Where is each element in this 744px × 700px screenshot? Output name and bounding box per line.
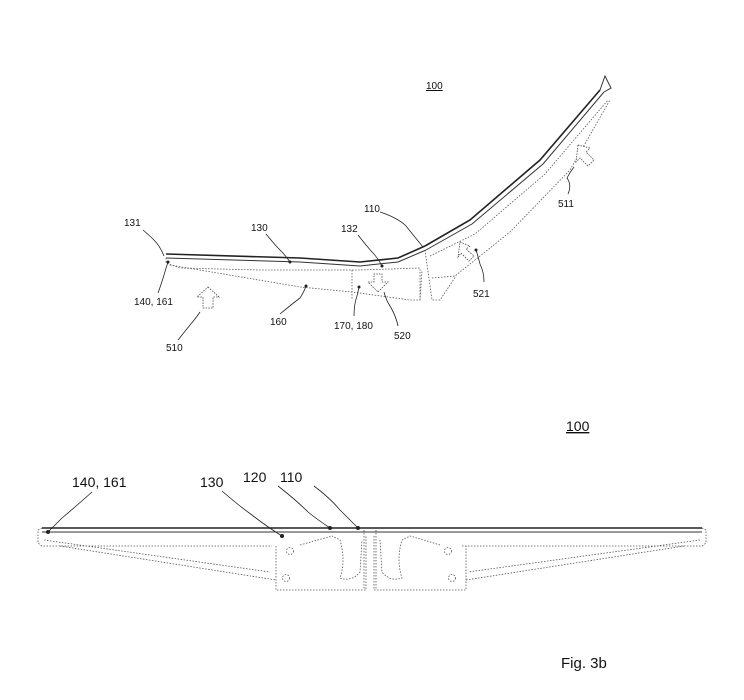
upper-view: 100 (124, 74, 612, 354)
right-wing-box (424, 249, 457, 301)
left-wave-element (299, 535, 363, 580)
lower-view: 100 140, 161 130 120 110 (37, 418, 707, 591)
flat-wing-left-taper (43, 539, 277, 581)
upper-view-title: 100 (426, 81, 443, 92)
leader-131 (142, 229, 165, 257)
right-wing-underside (431, 99, 611, 279)
point-130 (288, 260, 292, 264)
leader-lower-120 (277, 485, 331, 529)
ref-130: 130 (251, 223, 268, 234)
fastener-4 (448, 574, 456, 582)
right-wave-element (379, 535, 441, 580)
leader-132 (357, 234, 383, 267)
flat-wing-outline (37, 527, 707, 547)
left-wing-box (351, 269, 423, 301)
point-lower-120 (328, 526, 332, 530)
ref-lower-130: 130 (200, 474, 224, 490)
point-140-161 (166, 260, 170, 264)
airflow-arrow-521 (457, 241, 475, 262)
point-521 (474, 248, 478, 252)
ref-lower-120: 120 (243, 469, 267, 485)
leader-130 (265, 233, 291, 263)
flat-wing-right-taper (465, 539, 701, 581)
ref-160: 160 (270, 317, 287, 328)
right-center-box (373, 536, 467, 591)
lower-view-title: 100 (566, 418, 590, 434)
fastener-1 (286, 547, 294, 555)
ref-510: 510 (166, 343, 183, 354)
ref-170-180: 170, 180 (334, 321, 373, 332)
left-wing-underside (169, 264, 421, 301)
airflow-arrow-520 (367, 273, 389, 293)
leader-140-161 (157, 261, 169, 294)
ref-lower-140-161: 140, 161 (72, 474, 127, 490)
ref-521: 521 (473, 289, 490, 300)
leader-lower-110 (313, 485, 359, 529)
leader-160 (279, 285, 307, 315)
fastener-2 (282, 574, 290, 582)
point-132 (380, 264, 384, 268)
point-lower-130 (280, 534, 284, 538)
center-hinge (363, 530, 377, 590)
ref-110: 110 (364, 204, 380, 215)
ref-140-161: 140, 161 (134, 297, 173, 308)
leader-lower-140-161 (47, 491, 93, 533)
point-160 (304, 284, 308, 288)
left-wing-body (165, 258, 421, 271)
leader-520 (383, 291, 399, 327)
airflow-arrow-510 (195, 286, 221, 309)
ref-lower-110: 110 (280, 469, 303, 485)
ref-131: 131 (124, 218, 141, 229)
point-170-180 (357, 285, 361, 289)
leader-511 (566, 166, 575, 195)
airflow-arrow-511 (575, 144, 595, 167)
leader-521 (475, 249, 485, 283)
left-wing-top-surface (165, 245, 426, 263)
left-wing-skin (165, 249, 427, 267)
right-wing-top-surface (424, 89, 601, 247)
ref-511: 511 (558, 199, 574, 210)
right-wing-tip (599, 74, 612, 93)
ref-520: 520 (394, 331, 411, 342)
leader-170-180 (353, 286, 360, 317)
leader-lower-130 (221, 490, 283, 537)
figure-label: Fig. 3b (561, 655, 607, 672)
point-lower-110 (356, 526, 360, 530)
left-center-box (275, 536, 367, 591)
right-wing-skin (425, 91, 605, 251)
leader-510 (177, 311, 201, 341)
ref-132: 132 (341, 224, 358, 235)
right-wing-body (429, 99, 609, 257)
point-lower-140-161 (46, 530, 50, 534)
fastener-3 (444, 547, 452, 555)
leader-110 (379, 211, 424, 248)
